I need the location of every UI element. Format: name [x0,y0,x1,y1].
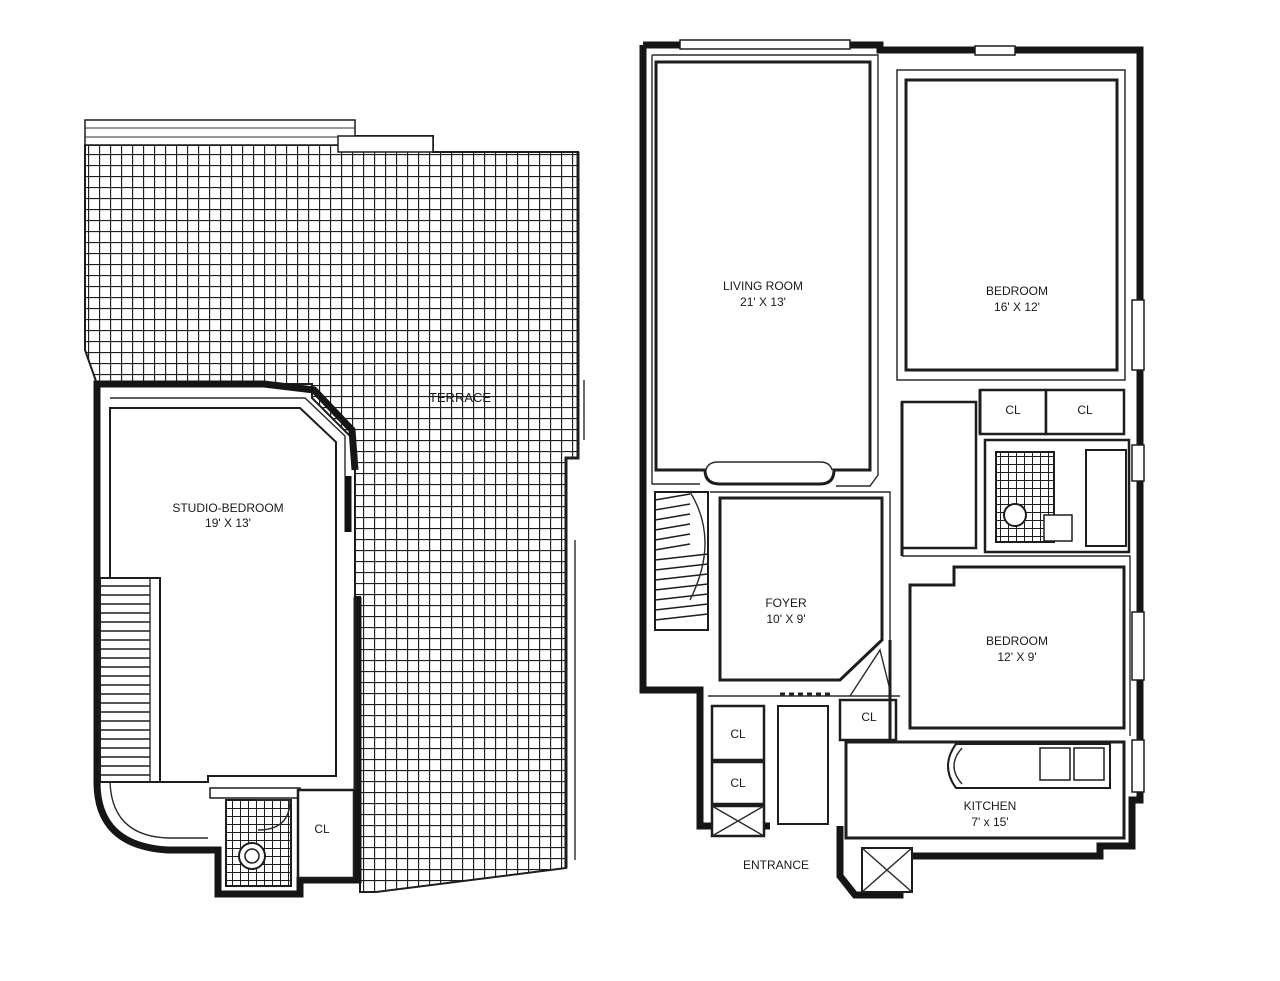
lower-level: LIVING ROOM 21' X 13' BEDROOM 16' X 12' … [639,39,1145,899]
lower-bath-tub [1085,449,1127,547]
foyer-size: 10' X 9' [766,612,805,626]
living-room-label: LIVING ROOM [723,279,803,293]
studio-bedroom-size: 19' X 13' [205,516,251,530]
upper-bath-floor [225,799,292,887]
living-room-floor [654,60,872,486]
kitchen-size: 7' x 15' [971,815,1008,829]
kitchen-floor [844,740,1126,840]
studio-bedroom-label: STUDIO-BEDROOM [172,501,283,515]
upper-closet-label: CL [314,822,330,836]
closet-label-2: CL [1077,403,1093,417]
foyer-label: FOYER [765,596,807,610]
closet-foyer [838,698,898,742]
terrace-label: TERRACE [429,390,491,405]
terrace-top-window [84,119,356,146]
bedroom-2-label: BEDROOM [986,634,1048,648]
closet-entry-b [710,760,766,806]
studio-stair [99,577,161,783]
lower-outer-wall [643,41,1144,899]
closet-entry-a [710,704,766,762]
bedroom-2-size: 12' X 9' [997,650,1036,664]
kitchen-label: KITCHEN [964,799,1017,813]
bedroom-1-label: BEDROOM [986,284,1048,298]
upper-bath-toilet [238,842,266,870]
foyer-floor [718,496,884,682]
studio-outer-wall [93,380,362,898]
upper-level: TERRACE STUDIO-BEDROOM 19' X 13' CL [84,119,585,898]
closet-label-1: CL [1005,403,1021,417]
closet-label-3: CL [861,710,877,724]
lower-stair [654,491,709,631]
living-room-size: 21' X 13' [740,295,786,309]
bedroom-1-size: 16' X 12' [994,300,1040,314]
closet-label-4: CL [730,727,746,741]
lower-bath-toilet [1003,503,1027,527]
upper-closet [296,788,356,880]
entrance-label: ENTRANCE [743,858,809,872]
bedroom-1-floor [904,78,1119,372]
bedroom-2-floor [908,565,1126,730]
closet-label-5: CL [730,776,746,790]
closet-bed1-b [1044,388,1126,436]
